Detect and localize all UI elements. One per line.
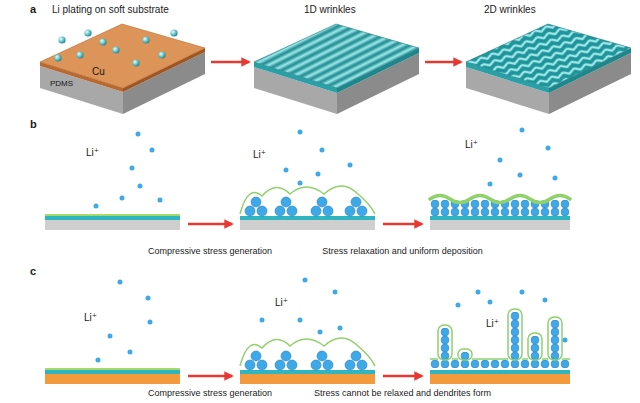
deposition-stage: Li⁺: [425, 125, 575, 243]
soft-stage-2: [240, 130, 375, 231]
panel-letter: c: [30, 265, 36, 278]
deposition-stage: Li⁺: [235, 125, 380, 243]
dendrite: [460, 352, 470, 360]
lithium-sphere: [76, 51, 83, 58]
copper-layer: [45, 370, 180, 374]
copper-layer: [240, 216, 375, 220]
rigid-substrate: [240, 374, 375, 384]
lithium-sphere: [142, 36, 149, 43]
lithium-sphere: [84, 29, 91, 36]
ion-label: Li⁺: [84, 312, 97, 324]
panel-letter: b: [30, 118, 37, 131]
pdms-layer: [240, 220, 375, 230]
ion-label: Li⁺: [253, 149, 266, 161]
substrate-stage: 1D wrinkles: [252, 2, 422, 112]
lithium-sphere: [132, 59, 139, 66]
ion-label: Li⁺: [465, 139, 478, 151]
sei-layer: [45, 368, 180, 370]
sei-film: [240, 186, 375, 214]
process-arrow: [188, 375, 232, 377]
soft-stage-3: [430, 128, 570, 231]
dendrite: [440, 328, 450, 360]
deposition-stage: Li⁺: [42, 272, 185, 384]
rigid-stage-1: [45, 280, 180, 385]
rigid-stage-2: [240, 278, 375, 385]
process-arrow: [383, 375, 422, 377]
pdms-layer: [430, 220, 570, 230]
step-caption: Compressive stress generation: [146, 388, 274, 399]
panel-letter: a: [30, 3, 36, 16]
deposition-stage: Li⁺: [425, 272, 575, 384]
sei-film: [240, 338, 375, 366]
sei-film: [430, 196, 570, 203]
dendrite: [550, 320, 560, 360]
layer-label: PDMS: [50, 79, 73, 89]
sei-outline: [458, 349, 472, 360]
pdms-layer: [45, 220, 180, 230]
lithium-sphere: [99, 38, 106, 45]
li-ion-dots: [456, 290, 568, 343]
lithium-sphere: [58, 36, 65, 43]
ion-label: Li⁺: [275, 297, 288, 309]
process-arrow: [211, 61, 249, 63]
wrinkled-substrate-1d: [254, 24, 419, 114]
deposition-stage: Li⁺: [235, 272, 380, 384]
wrinkled-substrate-2d: [466, 24, 631, 114]
lithium-sphere: [112, 46, 119, 53]
li-ion-dots: [284, 130, 353, 186]
step-caption: Stress relaxation and uniform deposition: [320, 246, 485, 257]
step-caption: Stress cannot be relaxed and dendrites f…: [312, 388, 493, 399]
copper-layer: [430, 370, 570, 374]
copper-layer: [45, 216, 180, 220]
li-ion-dots: [96, 280, 153, 363]
dendrite: [510, 312, 520, 360]
stage-heading: 1D wrinkles: [304, 4, 356, 16]
copper-layer: [240, 370, 375, 374]
sei-outline: [438, 325, 452, 360]
rigid-substrate: [430, 374, 570, 384]
dendrite: [530, 336, 540, 360]
ion-label: Li⁺: [486, 318, 499, 330]
soft-stage-1: [45, 132, 180, 231]
sei-outline: [548, 317, 562, 360]
process-arrow: [188, 223, 232, 225]
lithium-base-row: [430, 360, 570, 368]
lithium-sphere: [54, 54, 61, 61]
sei-outline: [508, 309, 522, 360]
process-arrow: [383, 223, 422, 225]
sei-line: [430, 358, 570, 360]
sei-film: [430, 309, 570, 360]
lithium-deposits: [245, 351, 367, 370]
substrate-stage: Li plating on soft substrate: [38, 2, 208, 112]
substrate-stage: 2D wrinkles: [464, 2, 632, 112]
lithium-spheres: [54, 29, 177, 66]
deposition-stage: Li⁺: [42, 125, 185, 243]
wrinkle-surface: [466, 24, 631, 88]
copper-surface: [40, 24, 205, 88]
stage-heading: 2D wrinkles: [484, 4, 536, 16]
li-ion-dots: [260, 278, 343, 335]
ion-label: Li⁺: [86, 147, 99, 159]
layer-label: Cu: [92, 66, 105, 78]
li-ion-dots: [94, 132, 163, 209]
sei-outline: [528, 333, 542, 360]
wrinkle-surface: [254, 24, 419, 88]
lithium-sphere: [170, 29, 177, 36]
stage-heading: Li plating on soft substrate: [52, 4, 169, 16]
lithium-sphere: [158, 51, 165, 58]
rigid-stage-3: [430, 290, 570, 385]
lithium-deposits: [245, 197, 367, 216]
li-ion-dots: [488, 128, 558, 187]
process-arrow: [425, 61, 461, 63]
flat-substrate: [40, 24, 205, 114]
rigid-substrate: [45, 374, 180, 384]
sei-layer: [45, 214, 180, 216]
copper-layer: [430, 216, 570, 220]
step-caption: Compressive stress generation: [146, 246, 274, 257]
